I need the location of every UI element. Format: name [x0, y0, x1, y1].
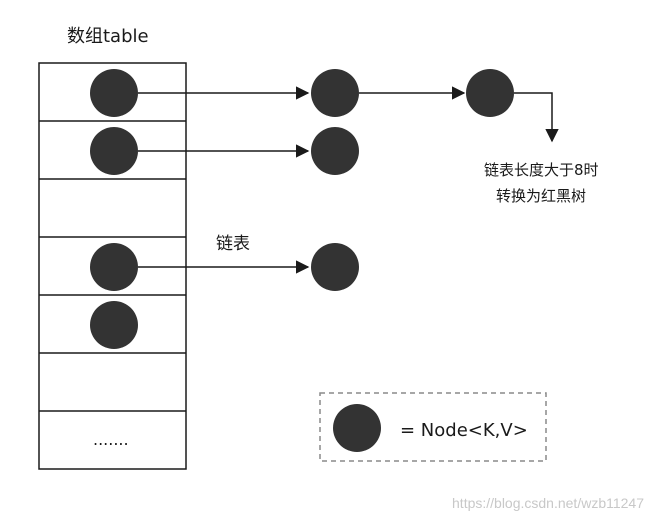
chain-bucket-1 [138, 127, 359, 175]
bucket-3-node [90, 243, 138, 291]
chain-node [311, 243, 359, 291]
legend-node-symbol [333, 404, 381, 452]
treeify-note-line2: 转换为红黑树 [496, 187, 586, 205]
bucket-array-outline [38, 62, 187, 470]
bucket-ellipsis: ....... [93, 430, 129, 449]
chain-bucket-3 [138, 243, 359, 291]
treeify-arrow [514, 92, 559, 143]
array-table-title: 数组table [67, 26, 149, 47]
legend-label: = Node<K,V> [400, 420, 528, 441]
bucket-4-node [90, 301, 138, 349]
chain-node [311, 69, 359, 117]
chain-bucket-0 [138, 69, 559, 143]
linked-list-label: 链表 [216, 234, 250, 254]
legend: = Node<K,V> [319, 392, 547, 462]
legend-box [319, 392, 547, 462]
treeify-note-line1: 链表长度大于8时 [484, 161, 599, 179]
bucket-0-node [90, 69, 138, 117]
chain-node [311, 127, 359, 175]
chain-node [466, 69, 514, 117]
watermark: https://blog.csdn.net/wzb11247 [452, 495, 644, 511]
bucket-1-node [90, 127, 138, 175]
bucket-array: ....... [38, 62, 187, 470]
